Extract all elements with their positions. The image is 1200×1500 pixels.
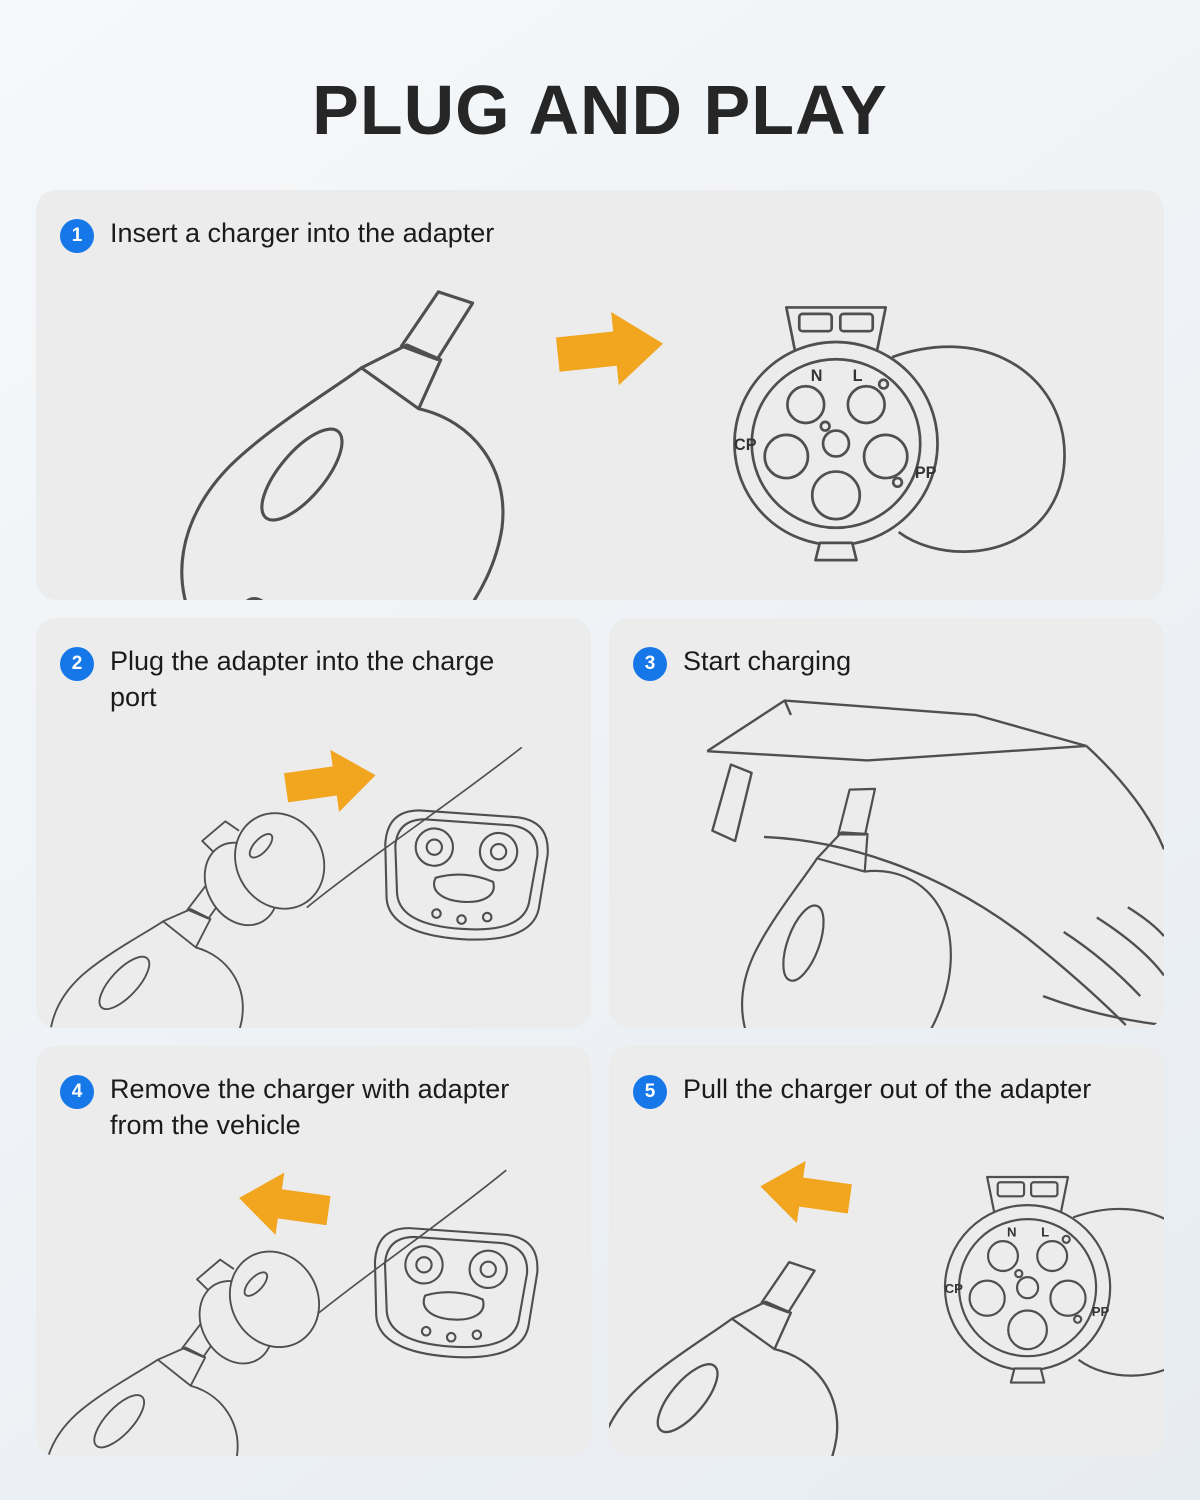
step-5-header: 5 Pull the charger out of the adapter [609,1046,1164,1109]
adapter-illustration [732,306,1066,562]
step-card-3: 3 Start charging [609,618,1164,1028]
charger-with-adapter-illustration [36,785,343,1028]
car-illustration [706,699,1164,1027]
step-5-illustration [609,1109,1164,1456]
step-card-5: 5 Pull the charger out of the adapter [609,1046,1164,1456]
step-4-number-badge: 4 [60,1075,94,1109]
adapter-illustration [943,1175,1164,1384]
step-2-header: 2 Plug the adapter into the charge port [36,618,591,715]
charger-illustration [121,277,628,600]
charge-port-illustration [367,1225,541,1364]
step-5-number-badge: 5 [633,1075,667,1109]
arrow-right-icon [553,306,667,392]
step-4-illustration [36,1143,591,1456]
cable-line [309,1169,507,1321]
charger-illustration [609,1251,930,1456]
step-4-header: 4 Remove the charger with adapter from t… [36,1046,591,1143]
step-card-1: 1 Insert a charger into the adapter [36,190,1164,600]
step-1-number-badge: 1 [60,219,94,253]
step-1-illustration [36,253,1164,600]
step-5-label: Pull the charger out of the adapter [683,1074,1092,1104]
step-2-illustration [36,715,591,1028]
step-3-illustration [609,681,1164,1028]
instruction-sheet: PLUG AND PLAY 1 Insert a charger into th… [0,71,1200,1456]
step-3-header: 3 Start charging [609,618,1164,681]
step-2-number-badge: 2 [60,647,94,681]
step-card-2: 2 Plug the adapter into the charge port [36,618,591,1028]
step-2-label: Plug the adapter into the charge port [110,646,495,712]
step-3-number-badge: 3 [633,647,667,681]
arrow-left-icon [234,1167,333,1242]
arrow-left-icon [756,1155,855,1231]
step-4-label: Remove the charger with adapter from the… [110,1074,510,1140]
step-1-label: Insert a charger into the adapter [110,218,495,248]
page-title: PLUG AND PLAY [312,71,888,149]
cable-line [306,746,523,909]
step-card-4: 4 Remove the charger with adapter from t… [36,1046,591,1456]
charge-port-illustration [377,807,552,946]
step-3-label: Start charging [683,646,852,676]
arrow-right-icon [281,744,380,820]
charger-with-adapter-illustration [36,1224,337,1456]
step-1-header: 1 Insert a charger into the adapter [36,190,1164,253]
cards-area: 1 Insert a charger into the adapter [0,190,1200,1456]
